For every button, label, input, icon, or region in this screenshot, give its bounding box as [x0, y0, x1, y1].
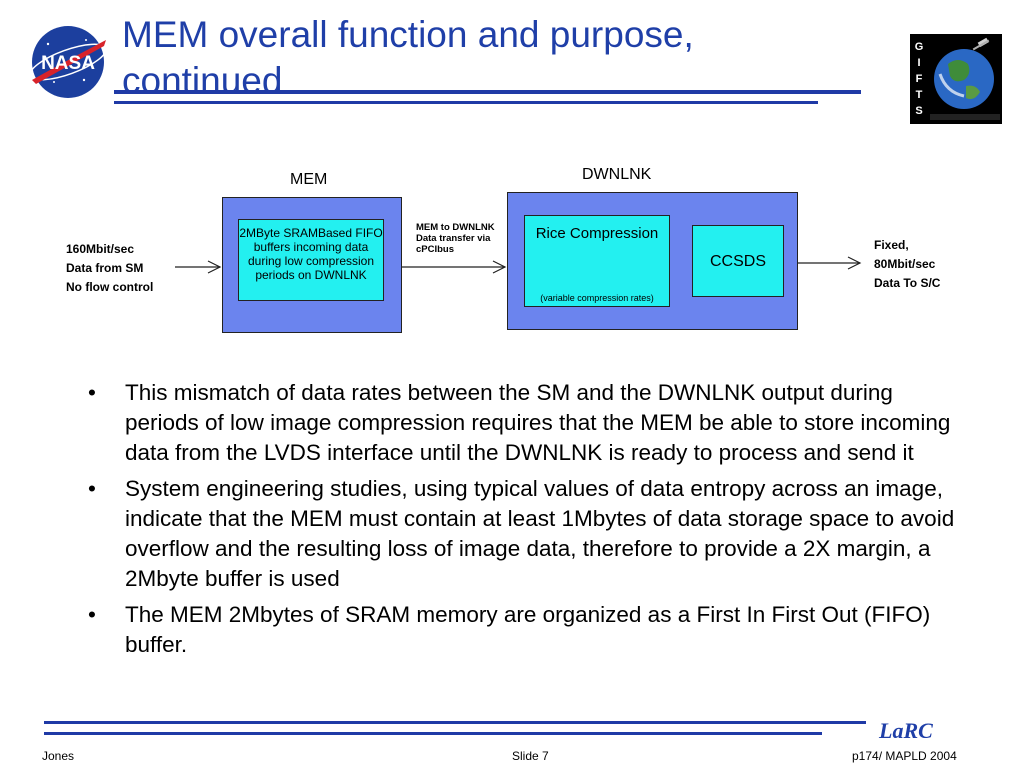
- bullet-list: • This mismatch of data rates between th…: [88, 378, 958, 666]
- output-arrow: [797, 256, 862, 270]
- input-label-line: 160Mbit/sec: [66, 242, 135, 256]
- gifts-letter: F: [916, 73, 923, 85]
- bullet-symbol: •: [88, 602, 96, 627]
- bullet-text: This mismatch of data rates between the …: [125, 380, 951, 465]
- page-title: MEM overall function and purpose, contin…: [122, 14, 694, 101]
- input-label-line: No flow control: [66, 280, 154, 294]
- nasa-logo: NASA: [29, 26, 107, 98]
- gifts-letter: I: [917, 57, 920, 69]
- bullet-item: • System engineering studies, using typi…: [88, 474, 958, 594]
- bullet-text: System engineering studies, using typica…: [125, 476, 955, 591]
- transfer-label-line: cPCIbus: [416, 244, 455, 255]
- rice-compression-note: (variable compression rates): [540, 293, 654, 303]
- bullet-item: • This mismatch of data rates between th…: [88, 378, 958, 468]
- mem-to-dwnlnk-arrow: [401, 260, 507, 274]
- input-label-line: Data from SM: [66, 261, 144, 275]
- gifts-letter: T: [916, 89, 923, 101]
- title-underline-top: [114, 90, 861, 94]
- bullet-item: • The MEM 2Mbytes of SRAM memory are org…: [88, 600, 958, 660]
- ccsds-box: CCSDS: [692, 225, 784, 297]
- nasa-logo-text: NASA: [41, 53, 95, 74]
- fifo-buffer-box: 2MByte SRAMBased FIFO buffers incoming d…: [238, 219, 384, 301]
- output-data-label: Fixed, 80Mbit/sec Data To S/C: [874, 236, 940, 293]
- output-label-line: Fixed,: [874, 238, 909, 252]
- footer-rule-bottom: [44, 732, 822, 735]
- output-label-line: 80Mbit/sec: [874, 257, 936, 271]
- footer-rule-top: [44, 721, 866, 724]
- gifts-letter: G: [915, 41, 924, 53]
- gifts-logo: G I F T S: [910, 34, 1002, 124]
- footer-reference: p174/ MAPLD 2004: [852, 749, 957, 763]
- input-data-label: 160Mbit/sec Data from SM No flow control: [66, 240, 153, 297]
- transfer-label: MEM to DWNLNK Data transfer via cPCIbus: [416, 222, 495, 255]
- larc-logo: LaRC: [879, 718, 933, 743]
- bullet-text: The MEM 2Mbytes of SRAM memory are organ…: [125, 602, 931, 657]
- rice-compression-label: Rice Compression: [535, 225, 659, 242]
- dwnlnk-title: DWNLNK: [582, 166, 652, 183]
- input-arrow: [175, 260, 222, 274]
- transfer-label-line: Data transfer via: [416, 233, 491, 244]
- footer-author: Jones: [42, 749, 75, 763]
- bullet-symbol: •: [88, 380, 96, 405]
- bullet-symbol: •: [88, 476, 96, 501]
- mem-title: MEM: [290, 171, 328, 188]
- output-label-line: Data To S/C: [874, 276, 941, 290]
- gifts-letter: S: [915, 105, 922, 117]
- footer-slide-number: Slide 7: [512, 749, 549, 763]
- title-underline-bottom: [114, 101, 818, 104]
- transfer-label-line: MEM to DWNLNK: [416, 222, 495, 233]
- rice-compression-box: Rice Compression (variable compression r…: [524, 215, 670, 307]
